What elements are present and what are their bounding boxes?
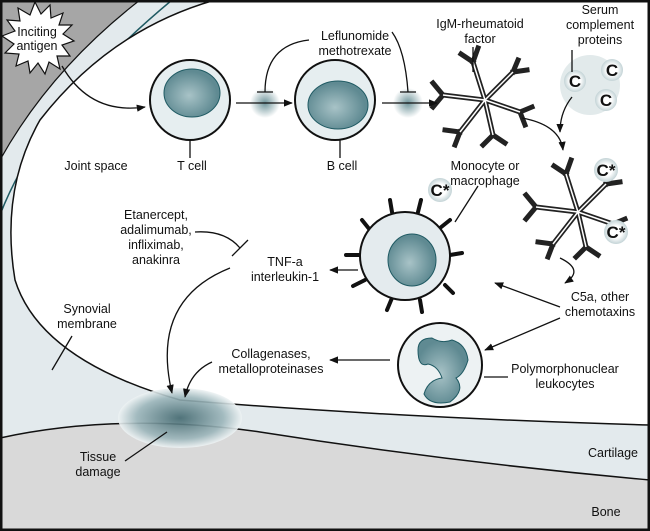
svg-text:C: C — [569, 72, 581, 91]
svg-text:C: C — [600, 91, 612, 110]
arrow-collagenases-to-tissue — [183, 361, 213, 398]
svg-text:C*: C* — [431, 181, 450, 200]
t-cell — [149, 59, 231, 141]
activated-complement: C* — [604, 220, 628, 244]
arrow-c5a-to-monocyte — [494, 282, 561, 308]
t-cell-label: T cell — [177, 159, 207, 173]
arrow-igm-to-complex — [521, 117, 566, 151]
b-cell-label: B cell — [327, 159, 358, 173]
joint-space-label: Joint space — [64, 159, 127, 173]
complement-protein: C — [564, 70, 586, 92]
arrow-complex-to-c5a — [559, 257, 575, 284]
complement-protein: C — [595, 89, 617, 111]
svg-text:C*: C* — [607, 223, 626, 242]
etanercept-label: Etanercept,adalimumab,infliximab,anakinr… — [120, 208, 192, 267]
collagenases-label: Collagenases,metalloproteinases — [219, 347, 324, 376]
cartilage-label: Cartilage — [588, 446, 638, 460]
arrow-c5a-to-pmn — [484, 317, 561, 351]
tissue-damage-pointer — [124, 431, 168, 462]
bone-label: Bone — [591, 505, 620, 519]
activated-complement: C* — [594, 158, 618, 182]
polymorphonuclear-leukocyte-cell — [397, 322, 483, 408]
monocyte-macrophage-cell — [344, 198, 464, 314]
svg-text:C: C — [606, 61, 618, 80]
arrow-complement-to-complex — [556, 96, 573, 133]
synovial-pointer — [51, 335, 73, 371]
b-cell — [294, 59, 376, 141]
arrows — [51, 31, 575, 462]
activated-complement: C* — [428, 178, 452, 202]
bone-region — [0, 422, 650, 531]
inhibit-leflunomide-2 — [391, 31, 416, 93]
inhibit-leflunomide-1 — [257, 39, 310, 93]
inhibit-etanercept — [194, 231, 249, 257]
inciting-antigen-burst — [0, 0, 76, 76]
monocyte-pointer — [454, 185, 479, 223]
arrow-tnf-to-tissue — [166, 267, 231, 394]
tissue-damage-area — [118, 388, 242, 448]
complement-protein: C — [601, 59, 623, 81]
svg-text:C*: C* — [597, 161, 616, 180]
arrow-antigen-to-tcell — [61, 65, 146, 112]
